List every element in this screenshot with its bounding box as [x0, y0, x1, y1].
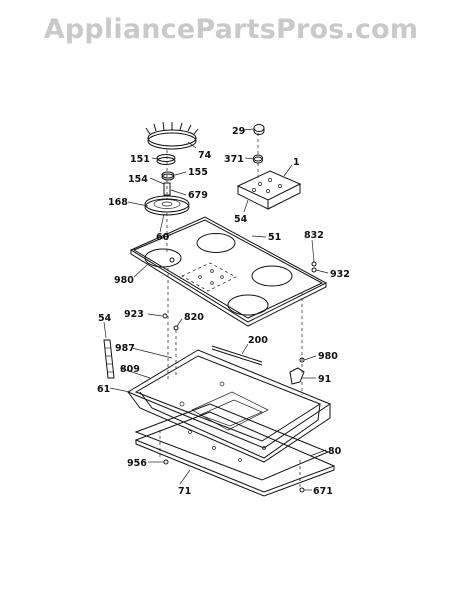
burner-stack-parts: [156, 150, 176, 200]
callout-60: 60: [156, 232, 170, 243]
callout-200: 200: [248, 335, 268, 346]
callout-820: 820: [184, 312, 204, 323]
watermark-text: AppliancePartsPros.com: [43, 14, 419, 45]
callout-151: 151: [130, 154, 150, 165]
callout-71: 71: [178, 486, 191, 497]
callout-923: 923: [124, 309, 144, 320]
callout-154: 154: [128, 174, 148, 185]
callout-54-top: 54: [234, 214, 248, 225]
callout-809: 809: [120, 364, 140, 375]
callout-371: 371: [224, 154, 244, 165]
callout-980-top: 980: [114, 275, 134, 286]
burner-box-part: [126, 349, 332, 463]
fastener-screws: [162, 257, 317, 493]
side-rod-part: [103, 339, 115, 379]
callout-labels: 74 29 151 155 371 1 154 679 168 54 60 51…: [97, 126, 350, 497]
insulation-part: [134, 403, 330, 481]
callout-987: 987: [115, 343, 135, 354]
rod-part: [211, 345, 263, 366]
callout-679: 679: [188, 190, 208, 201]
callout-980-side: 980: [318, 351, 338, 362]
callout-51: 51: [268, 232, 281, 243]
burner-head-part: [145, 121, 199, 150]
leader-lines: [103, 128, 329, 491]
assembly-guide-lines: [159, 163, 303, 490]
callout-54-side: 54: [98, 313, 112, 324]
cooktop-top-part: [129, 216, 328, 327]
callout-1: 1: [293, 157, 300, 168]
callout-61: 61: [97, 384, 110, 395]
burner-base-part: [144, 195, 190, 216]
callout-91: 91: [318, 374, 331, 385]
callout-168: 168: [108, 197, 128, 208]
callout-29: 29: [232, 126, 245, 137]
callout-932: 932: [330, 269, 350, 280]
control-bracket-part: [236, 170, 302, 210]
callout-80: 80: [328, 446, 342, 457]
callout-956: 956: [127, 458, 147, 469]
callout-832: 832: [304, 230, 324, 241]
knob-parts: [253, 124, 265, 164]
callout-671: 671: [313, 486, 333, 497]
callout-155: 155: [188, 167, 208, 178]
bottom-shield-part: [134, 411, 336, 497]
callout-74: 74: [198, 150, 212, 161]
small-bracket-part: [289, 367, 305, 385]
